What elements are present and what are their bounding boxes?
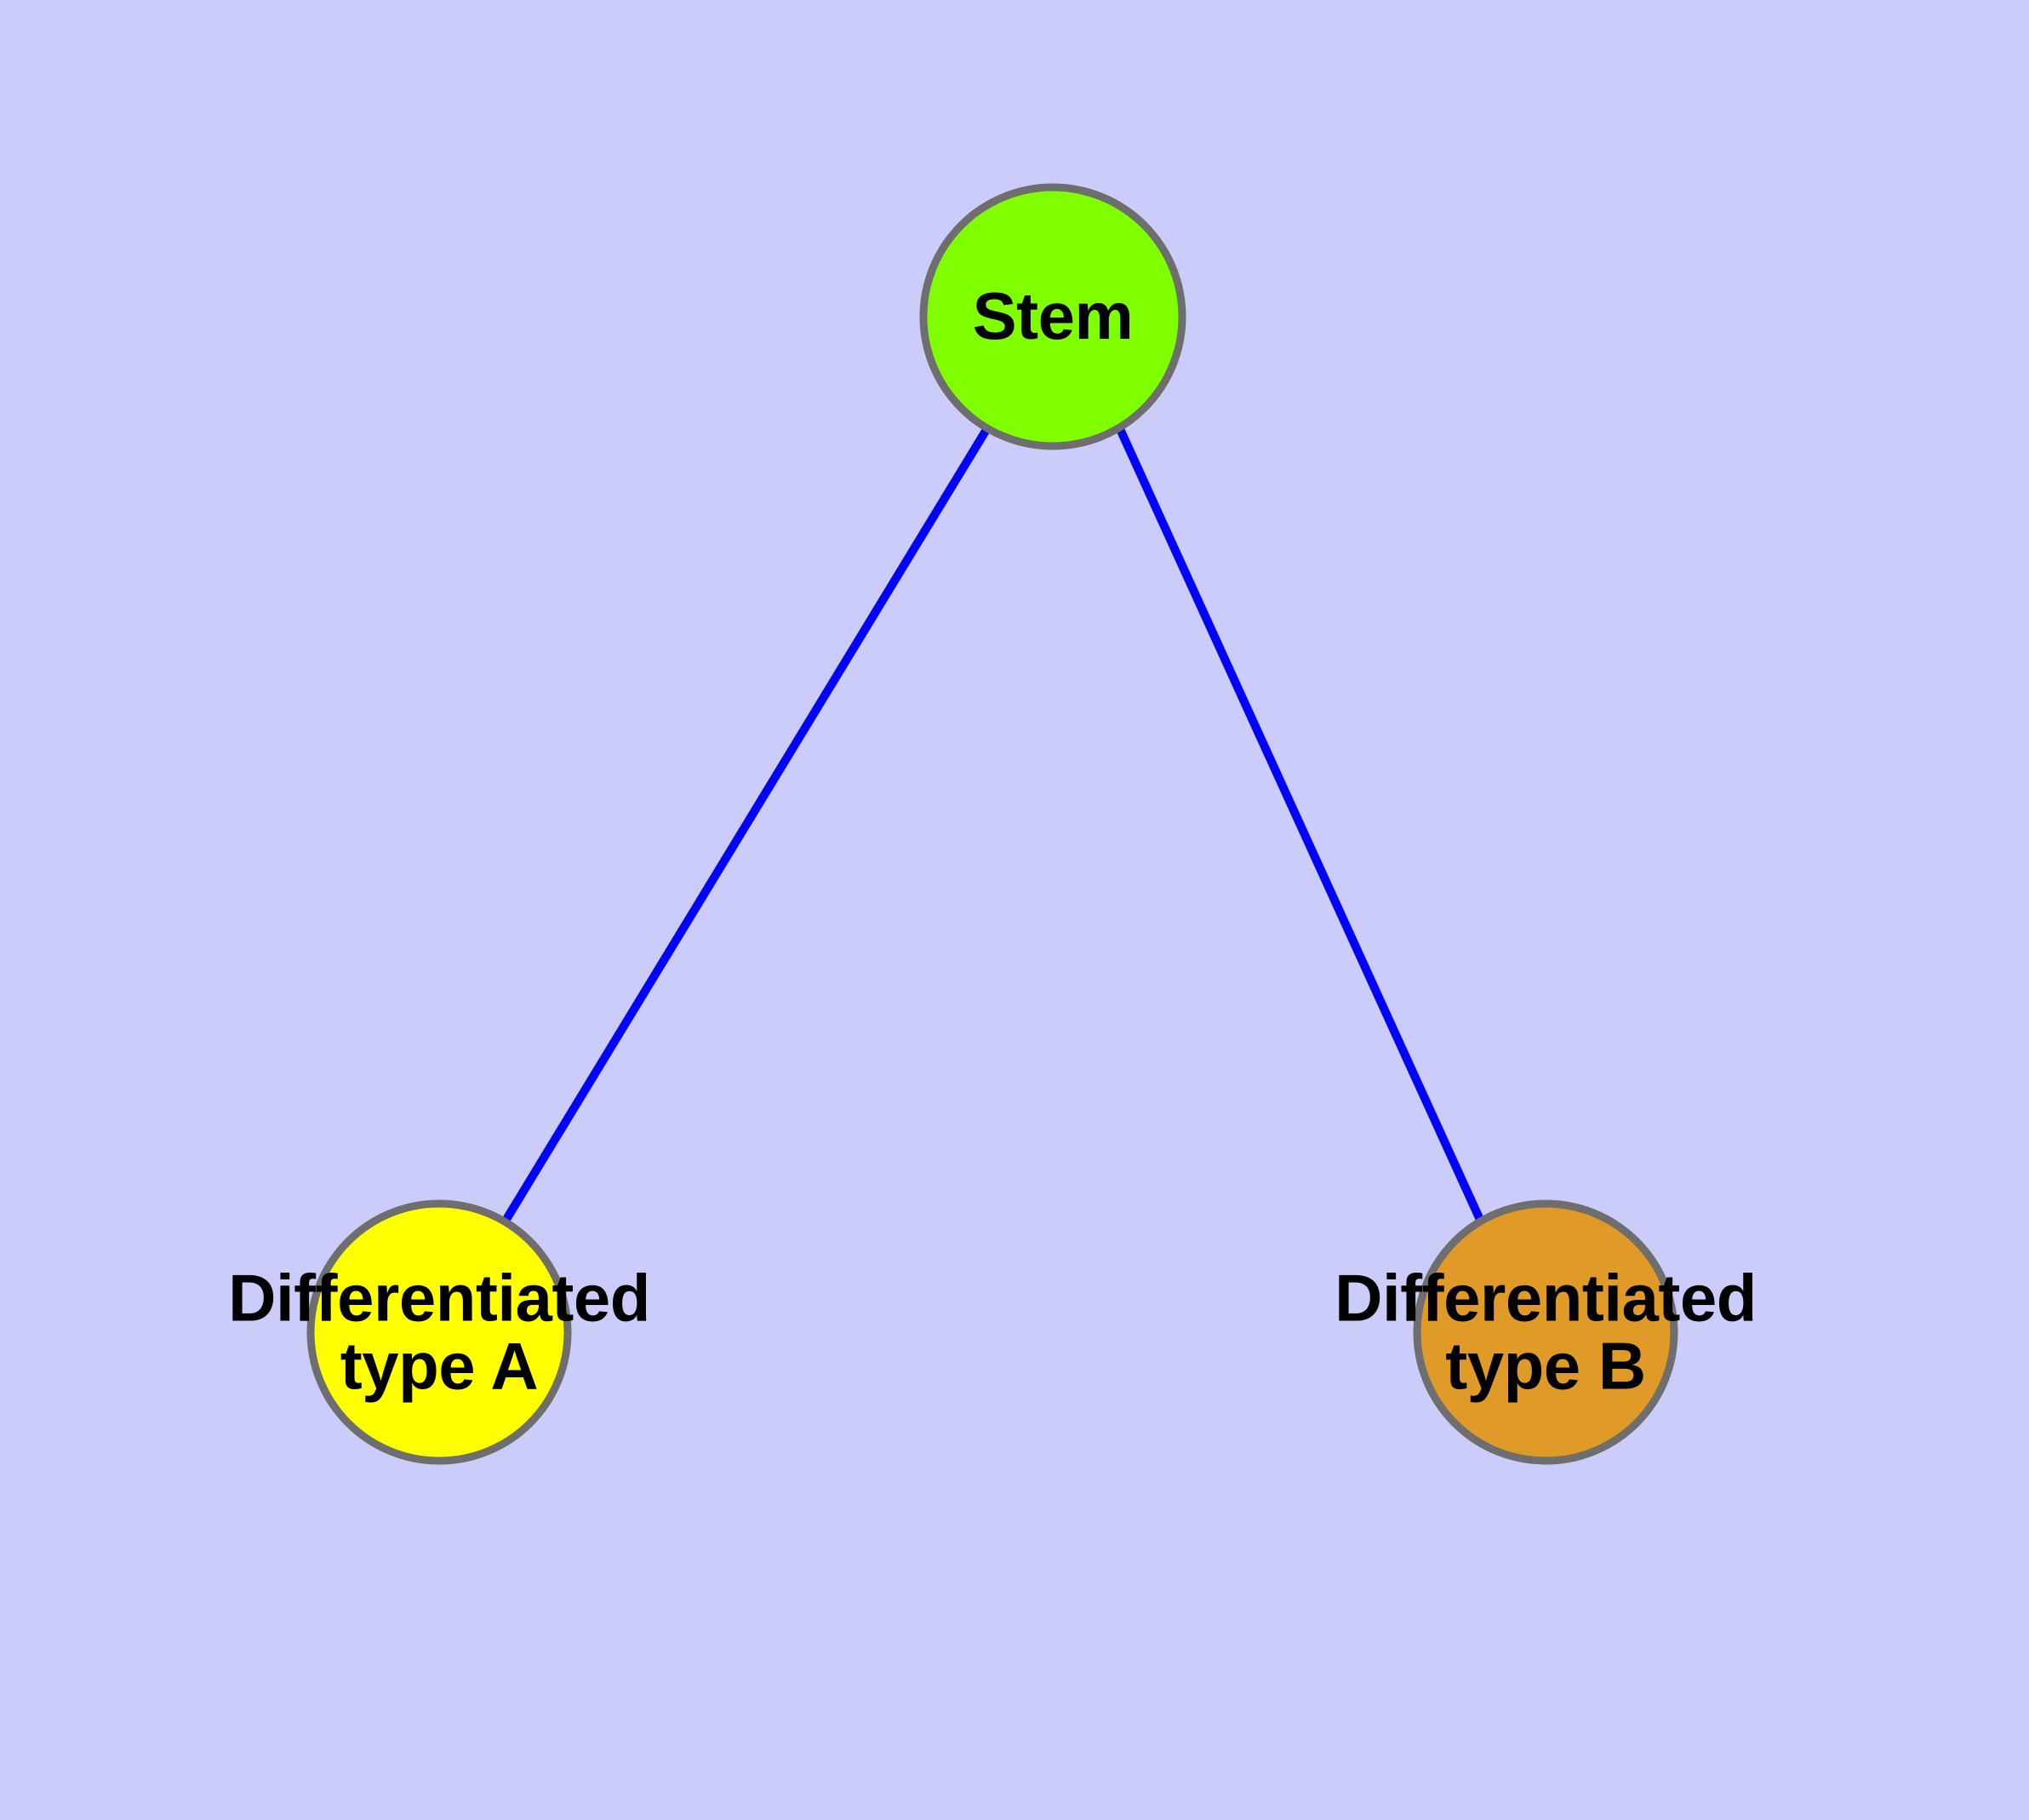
edge-layer — [501, 426, 1485, 1224]
edge-stem-to-diff-a[interactable] — [501, 426, 992, 1223]
edge-stem-to-diff-b[interactable] — [1116, 426, 1485, 1224]
node-diff-a-circle[interactable] — [306, 1199, 572, 1465]
node-layer — [306, 183, 1678, 1465]
node-stem-circle[interactable] — [919, 183, 1186, 450]
node-diff-b-circle[interactable] — [1413, 1199, 1678, 1465]
